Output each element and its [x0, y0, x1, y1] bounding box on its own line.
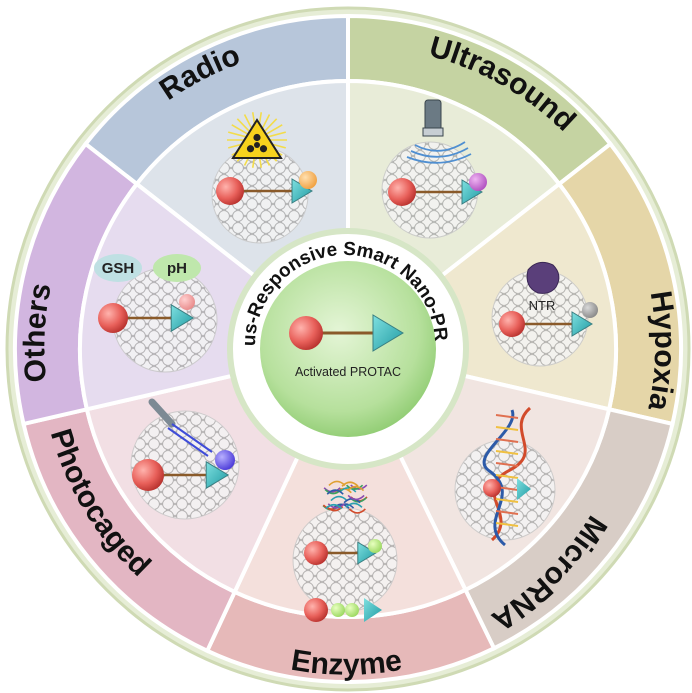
dna-helix-icon: [482, 406, 532, 547]
segment-contents-group: NTR GSH pH: [94, 99, 598, 622]
enzyme-label: Enzyme: [289, 644, 404, 682]
center-poi-ligand: [372, 314, 404, 352]
radio-nanoparticle: [211, 112, 317, 244]
center-e3-ligand: [289, 316, 323, 350]
ultrasound-e3-ligand: [388, 178, 416, 206]
gsh-bubble: [94, 254, 142, 282]
ph-bubble: [153, 254, 201, 282]
microrna-poi-ligand: [517, 478, 531, 500]
ntr-label: NTR: [529, 298, 556, 313]
enzyme-blob-icon: [526, 261, 560, 294]
enzyme-cleaved-2: [345, 603, 359, 617]
enzyme-payload: [368, 539, 382, 553]
ultrasound-transducer-icon: [406, 99, 472, 164]
others-nanoparticle: GSH pH: [94, 254, 218, 373]
enzyme-nanoparticle: [292, 480, 398, 622]
enzyme-top-poi-ligand: [357, 541, 377, 565]
hypoxia-e3-ligand: [499, 311, 525, 337]
gsh-label: GSH: [102, 260, 135, 277]
ultrasound-nanoparticle: [381, 99, 487, 239]
protein-tangle-icon: [322, 480, 368, 514]
center-disc: [260, 261, 436, 437]
photocaged-payload: [215, 450, 235, 470]
enzyme-cleaved-1: [331, 603, 345, 617]
hypoxia-nanoparticle: NTR: [491, 261, 598, 367]
microrna-nanoparticle: [454, 406, 556, 547]
radio-e3-ligand: [216, 177, 244, 205]
ph-label: pH: [167, 260, 187, 277]
center-label: Activated PROTAC: [295, 365, 401, 379]
others-e3-ligand: [98, 303, 128, 333]
radio-payload: [299, 171, 317, 189]
enzyme-top-e3-ligand: [304, 541, 328, 565]
laser-fiber-icon: [148, 398, 213, 457]
enzyme-bottom-poi-ligand: [364, 598, 382, 622]
enzyme-bottom-e3-ligand: [304, 598, 328, 622]
microrna-e3-ligand: [483, 479, 501, 497]
photocaged-poi-ligand: [205, 460, 230, 490]
radiation-hazard-icon: [227, 112, 287, 168]
hypoxia-poi-ligand: [571, 311, 593, 337]
ultrasound-payload: [469, 173, 487, 191]
photocaged-nanoparticle: [130, 398, 240, 520]
photocaged-e3-ligand: [132, 459, 164, 491]
hypoxia-payload: [582, 302, 598, 318]
others-payload: [179, 294, 195, 310]
others-poi-ligand: [170, 303, 195, 333]
